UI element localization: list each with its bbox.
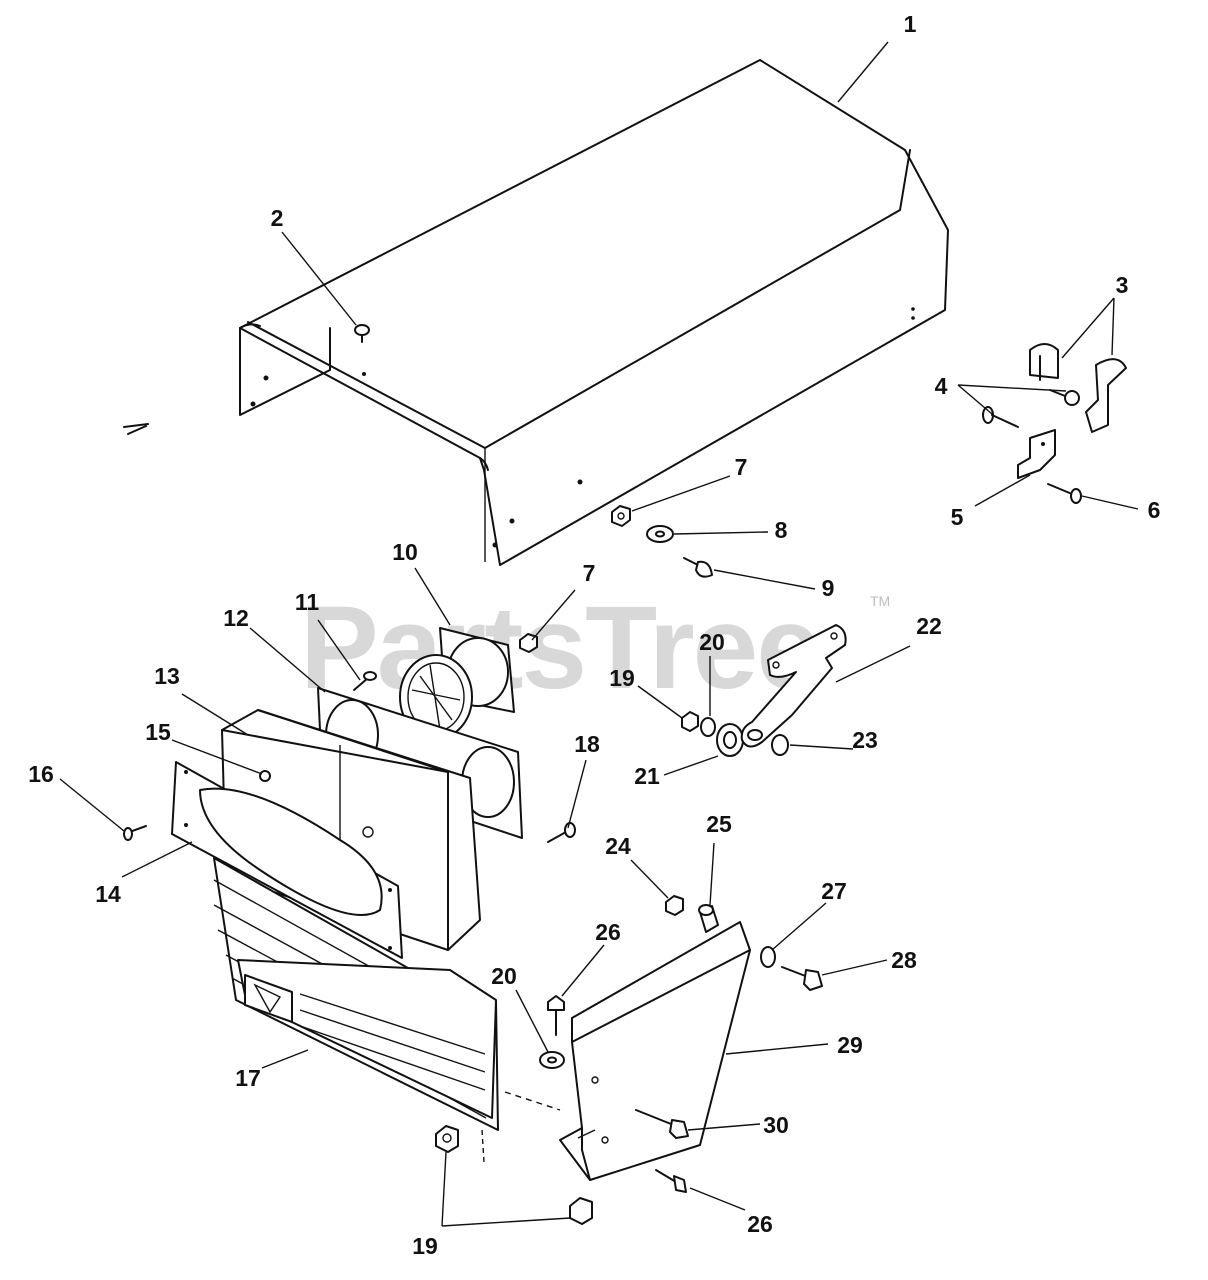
callout-13: 13 xyxy=(154,663,180,689)
callout-3: 3 xyxy=(1116,272,1129,298)
callout-5: 5 xyxy=(951,504,964,530)
bolt-6-part xyxy=(1047,483,1082,504)
hood-screw-part xyxy=(354,324,370,343)
callout-20a: 20 xyxy=(699,629,725,655)
hood-part xyxy=(239,59,949,566)
nut-24-part xyxy=(665,895,684,916)
callout-16: 16 xyxy=(28,761,54,787)
bolt-18-part xyxy=(547,822,576,843)
callout-12: 12 xyxy=(223,605,249,631)
nut-19a-part xyxy=(681,711,699,732)
callout-9: 9 xyxy=(822,575,835,601)
callout-21: 21 xyxy=(634,763,660,789)
callout-2: 2 xyxy=(271,205,284,231)
callout-11: 11 xyxy=(295,589,320,615)
bolt-26a-part xyxy=(547,995,565,1036)
screw-16b-part xyxy=(123,825,147,841)
pin-part xyxy=(982,406,1019,428)
washer-20a-part xyxy=(700,717,716,737)
bushing-21-part xyxy=(716,723,744,757)
spacer-25-part xyxy=(698,904,719,933)
callout-30: 30 xyxy=(763,1112,789,1138)
callout-19b: 19 xyxy=(412,1233,438,1259)
callout-4: 4 xyxy=(935,373,948,399)
screw-9-part xyxy=(683,557,713,578)
washer-27-part xyxy=(760,946,776,968)
callout-28: 28 xyxy=(891,947,917,973)
callout-labels: 1 2 3 4 5 6 7 7 8 9 10 11 12 13 14 15 16… xyxy=(28,11,1160,1259)
watermark-trademark: TM xyxy=(870,593,890,609)
bolt-11-part xyxy=(353,671,377,691)
callout-17: 17 xyxy=(235,1065,261,1091)
callout-7b: 7 xyxy=(583,560,596,586)
link-arm-part xyxy=(740,624,847,748)
callout-22: 22 xyxy=(916,613,942,639)
washer-8-part xyxy=(646,525,674,543)
bolt-28-part xyxy=(781,966,823,991)
callout-25: 25 xyxy=(706,811,732,837)
nut-7a-part xyxy=(611,505,631,527)
leader-lines xyxy=(59,41,1139,1227)
nut-19c-part xyxy=(569,1197,593,1225)
callout-27: 27 xyxy=(821,878,847,904)
headlight-part xyxy=(399,627,515,740)
screw-16-part xyxy=(123,423,149,435)
callout-1: 1 xyxy=(904,11,917,37)
callout-23: 23 xyxy=(852,727,878,753)
watermark-text: PartsTree xyxy=(300,582,820,714)
support-bracket-part xyxy=(559,921,751,1181)
nut-19b-part xyxy=(435,1125,459,1153)
washer-20b-part xyxy=(539,1051,565,1069)
callout-20b: 20 xyxy=(491,963,517,989)
callout-18: 18 xyxy=(574,731,600,757)
lens-frame-part xyxy=(171,761,403,959)
screw-15-part xyxy=(259,770,271,782)
callout-6: 6 xyxy=(1148,497,1161,523)
callout-8: 8 xyxy=(775,517,788,543)
latch-part xyxy=(1029,343,1127,433)
callout-14: 14 xyxy=(95,881,121,907)
bolt-30-part xyxy=(635,1109,689,1139)
washer-23-part xyxy=(771,734,789,756)
bolt-26b-part xyxy=(655,1169,687,1193)
callout-7a: 7 xyxy=(735,454,748,480)
callout-29: 29 xyxy=(837,1032,863,1058)
callout-10: 10 xyxy=(392,539,418,565)
grille-part xyxy=(213,857,561,1163)
callout-26a: 26 xyxy=(595,919,621,945)
callout-24: 24 xyxy=(605,833,631,859)
bracket-part xyxy=(1017,429,1056,479)
callout-19a: 19 xyxy=(609,665,635,691)
callout-26b: 26 xyxy=(747,1211,773,1237)
callout-15: 15 xyxy=(145,719,171,745)
